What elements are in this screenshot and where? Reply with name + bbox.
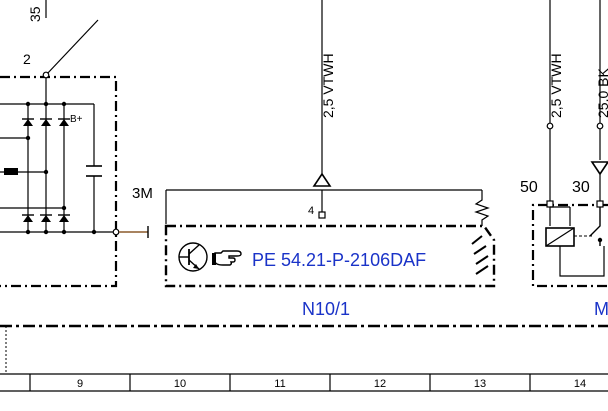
starter-block: 2,5 VTWH 25,0 BK 50 30 M: [520, 0, 608, 319]
diode-row-bottom: [22, 214, 70, 222]
wire-35-label: 35: [27, 6, 43, 22]
terminal-2-label: 2: [23, 51, 31, 67]
starter-designation: M: [594, 299, 608, 319]
grid-column-labels: 9 10 11 12 13 14: [77, 378, 586, 390]
grid-col-9: 9: [77, 378, 83, 390]
winding-terminal: [4, 168, 18, 175]
ground-arrow-right: [590, 161, 608, 176]
pin-30-connector[interactable]: [596, 200, 604, 208]
ground-arrow-mid: [312, 172, 332, 187]
alternator-output-terminal[interactable]: [112, 228, 120, 236]
pin-50-connector[interactable]: [546, 200, 554, 208]
diode-row-top: [22, 118, 70, 126]
grid-col-12: 12: [374, 378, 386, 390]
sheet-frame: [0, 324, 608, 392]
pointing-hand-icon[interactable]: [212, 250, 242, 266]
starter-dashed-border: [531, 203, 608, 288]
module-reference-link[interactable]: PE 54.21-P-2106DAF: [252, 250, 426, 270]
wire-3m-label: 3M: [132, 185, 153, 202]
wire-bk-label: 25,0 BK: [595, 68, 608, 118]
switch-contact: [45, 19, 99, 76]
node-50-upper[interactable]: [546, 122, 554, 130]
wire-vtwh-mid-label: 2,5 VTWH: [320, 53, 336, 118]
alternator-dashed-border: [0, 75, 118, 288]
pin-50-label: 50: [520, 179, 538, 196]
module-dashed-border: [164, 224, 496, 288]
grid-col-10: 10: [174, 378, 186, 390]
bplus-label: B+: [70, 114, 83, 125]
grid-col-11: 11: [274, 378, 285, 390]
pin-30-label: 30: [572, 179, 590, 196]
terminal-2-node[interactable]: [42, 71, 50, 79]
node-30-upper[interactable]: [596, 122, 604, 130]
grid-col-14: 14: [574, 378, 586, 390]
alternator-block: 35 2 B+: [0, 0, 120, 288]
wire-vtwh-right-label: 2,5 VTWH: [548, 53, 564, 118]
pin-4-connector[interactable]: [318, 211, 326, 219]
grid-col-13: 13: [474, 378, 486, 390]
transistor-icon: [178, 242, 208, 272]
module-designation: N10/1: [302, 299, 350, 319]
pin-4-label: 4: [308, 205, 314, 217]
module-n10-1: 3M 2,5 VTWH 4: [132, 0, 496, 319]
resistor-symbol: [474, 190, 490, 226]
